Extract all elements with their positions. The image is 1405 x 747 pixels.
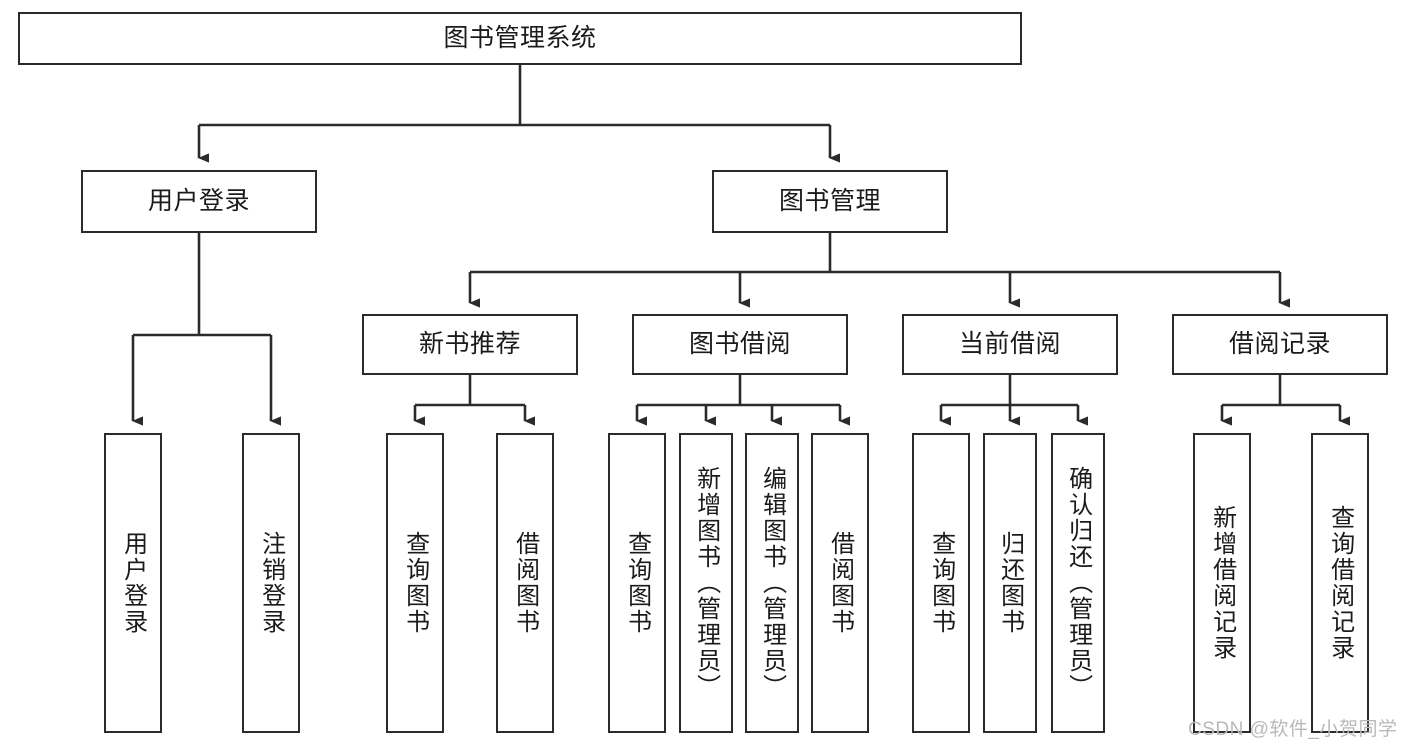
- node-label: 新增借阅记录: [1208, 505, 1236, 661]
- node-root-book-management-system[interactable]: 图书管理系统: [18, 12, 1022, 65]
- leaf-new-book-query-book[interactable]: 查询图书: [386, 433, 444, 733]
- node-label: 图书管理: [778, 186, 881, 215]
- leaf-user-login-logout[interactable]: 注销登录: [242, 433, 300, 733]
- node-borrow-record[interactable]: 借阅记录: [1172, 314, 1388, 375]
- node-label: 查询借阅记录: [1326, 505, 1354, 661]
- node-label: 确认归还（管理员）: [1064, 466, 1092, 700]
- node-label: 注销登录: [257, 531, 285, 635]
- leaf-book-borrow-add-book-admin[interactable]: 新增图书（管理员）: [679, 433, 733, 733]
- node-label: 图书借阅: [688, 329, 791, 358]
- node-label: 查询图书: [401, 531, 429, 635]
- node-label: 用户登录: [119, 531, 147, 635]
- node-label: 新增图书（管理员）: [692, 466, 720, 700]
- node-label: 新书推荐: [418, 329, 521, 358]
- node-label: 用户登录: [147, 186, 250, 215]
- leaf-current-borrow-query-book[interactable]: 查询图书: [912, 433, 970, 733]
- leaf-current-borrow-return-book[interactable]: 归还图书: [983, 433, 1037, 733]
- leaf-borrow-record-add-record[interactable]: 新增借阅记录: [1193, 433, 1251, 733]
- node-label: 查询图书: [623, 531, 651, 635]
- node-current-borrow[interactable]: 当前借阅: [902, 314, 1118, 375]
- csdn-watermark: CSDN @软件_小贺同学: [1188, 719, 1398, 740]
- leaf-book-borrow-query-book[interactable]: 查询图书: [608, 433, 666, 733]
- node-label: 借阅记录: [1228, 329, 1331, 358]
- node-label: 借阅图书: [826, 531, 854, 635]
- leaf-new-book-borrow-book[interactable]: 借阅图书: [496, 433, 554, 733]
- node-label: 归还图书: [996, 531, 1024, 635]
- node-label: 编辑图书（管理员）: [758, 466, 786, 700]
- node-book-borrow[interactable]: 图书借阅: [632, 314, 848, 375]
- node-label: 当前借阅: [958, 329, 1061, 358]
- node-label: 借阅图书: [511, 531, 539, 635]
- node-user-login[interactable]: 用户登录: [81, 170, 317, 233]
- node-new-book-recommend[interactable]: 新书推荐: [362, 314, 578, 375]
- node-label: 查询图书: [927, 531, 955, 635]
- leaf-current-borrow-confirm-return-admin[interactable]: 确认归还（管理员）: [1051, 433, 1105, 733]
- leaf-borrow-record-query-record[interactable]: 查询借阅记录: [1311, 433, 1369, 733]
- node-label: 图书管理系统: [443, 23, 597, 52]
- node-book-management[interactable]: 图书管理: [712, 170, 948, 233]
- leaf-user-login-login[interactable]: 用户登录: [104, 433, 162, 733]
- leaf-book-borrow-edit-book-admin[interactable]: 编辑图书（管理员）: [745, 433, 799, 733]
- leaf-book-borrow-borrow-book[interactable]: 借阅图书: [811, 433, 869, 733]
